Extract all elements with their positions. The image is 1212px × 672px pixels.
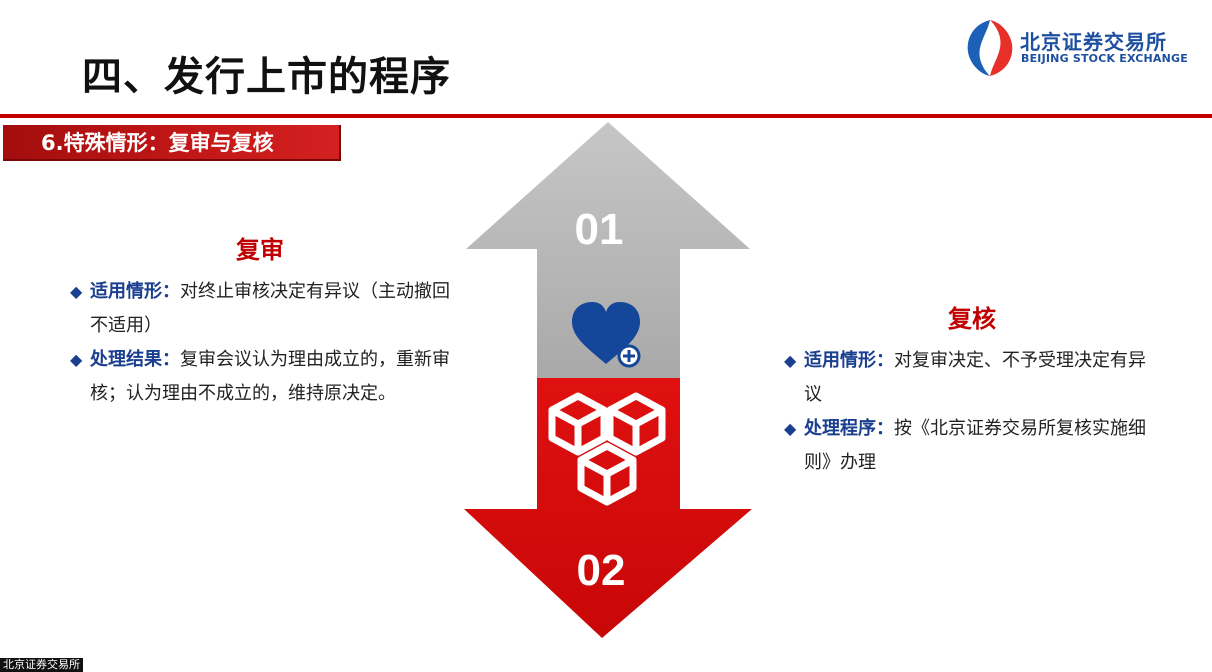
item-text: 按《北京证券交易所复核实施细则》办理 — [804, 418, 1146, 473]
item-key: 适用情形： — [804, 350, 894, 371]
item-text: 复审会议认为理由成立的，重新审核；认为理由不成立的，维持原决定。 — [90, 349, 450, 404]
item-text: 对终止审核决定有异议（主动撤回不适用） — [90, 281, 450, 336]
logo-name-cn: 北京证券交易所 — [1020, 30, 1167, 54]
header-rule — [0, 114, 1212, 118]
logo-name-en: BEIJING STOCK EXCHANGE — [1021, 52, 1188, 65]
exchange-logo: 北京证券交易所 BEIJING STOCK EXCHANGE — [964, 16, 1194, 80]
diamond-bullet-icon: ◆ — [784, 351, 797, 370]
recheck-panel: 复核 ◆ 适用情形：对复审决定、不予受理决定有异议 ◆ 处理程序：按《北京证券交… — [784, 302, 1160, 480]
diamond-bullet-icon: ◆ — [70, 350, 83, 369]
up-down-arrows: 01 02 — [464, 122, 752, 638]
down-arrow — [464, 378, 752, 638]
item-key: 处理程序： — [804, 418, 894, 439]
recheck-item-applicable: ◆ 适用情形：对复审决定、不予受理决定有异议 — [784, 344, 1160, 412]
footer-watermark: 北京证券交易所 — [0, 658, 83, 672]
review-item-result: ◆ 处理结果：复审会议认为理由成立的，重新审核；认为理由不成立的，维持原决定。 — [70, 343, 450, 411]
section-banner: 6.特殊情形：复审与复核 — [3, 125, 341, 161]
up-arrow — [466, 122, 750, 378]
diamond-bullet-icon: ◆ — [784, 419, 797, 438]
cubes-icon — [548, 392, 666, 506]
item-key: 处理结果： — [90, 349, 180, 370]
page-title: 四、发行上市的程序 — [82, 54, 451, 100]
review-item-applicable: ◆ 适用情形：对终止审核决定有异议（主动撤回不适用） — [70, 275, 450, 343]
recheck-title: 复核 — [948, 305, 996, 333]
bse-logo-icon — [967, 20, 1013, 76]
up-arrow-label: 01 — [575, 205, 624, 254]
down-arrow-label: 02 — [577, 546, 626, 595]
item-key: 适用情形： — [90, 281, 180, 302]
review-panel: 复审 ◆ 适用情形：对终止审核决定有异议（主动撤回不适用） ◆ 处理结果：复审会… — [70, 233, 450, 411]
item-text: 对复审决定、不予受理决定有异议 — [804, 350, 1146, 405]
heart-plus-icon — [572, 302, 641, 368]
recheck-item-procedure: ◆ 处理程序：按《北京证券交易所复核实施细则》办理 — [784, 412, 1160, 480]
review-title: 复审 — [236, 236, 284, 264]
diamond-bullet-icon: ◆ — [70, 282, 83, 301]
